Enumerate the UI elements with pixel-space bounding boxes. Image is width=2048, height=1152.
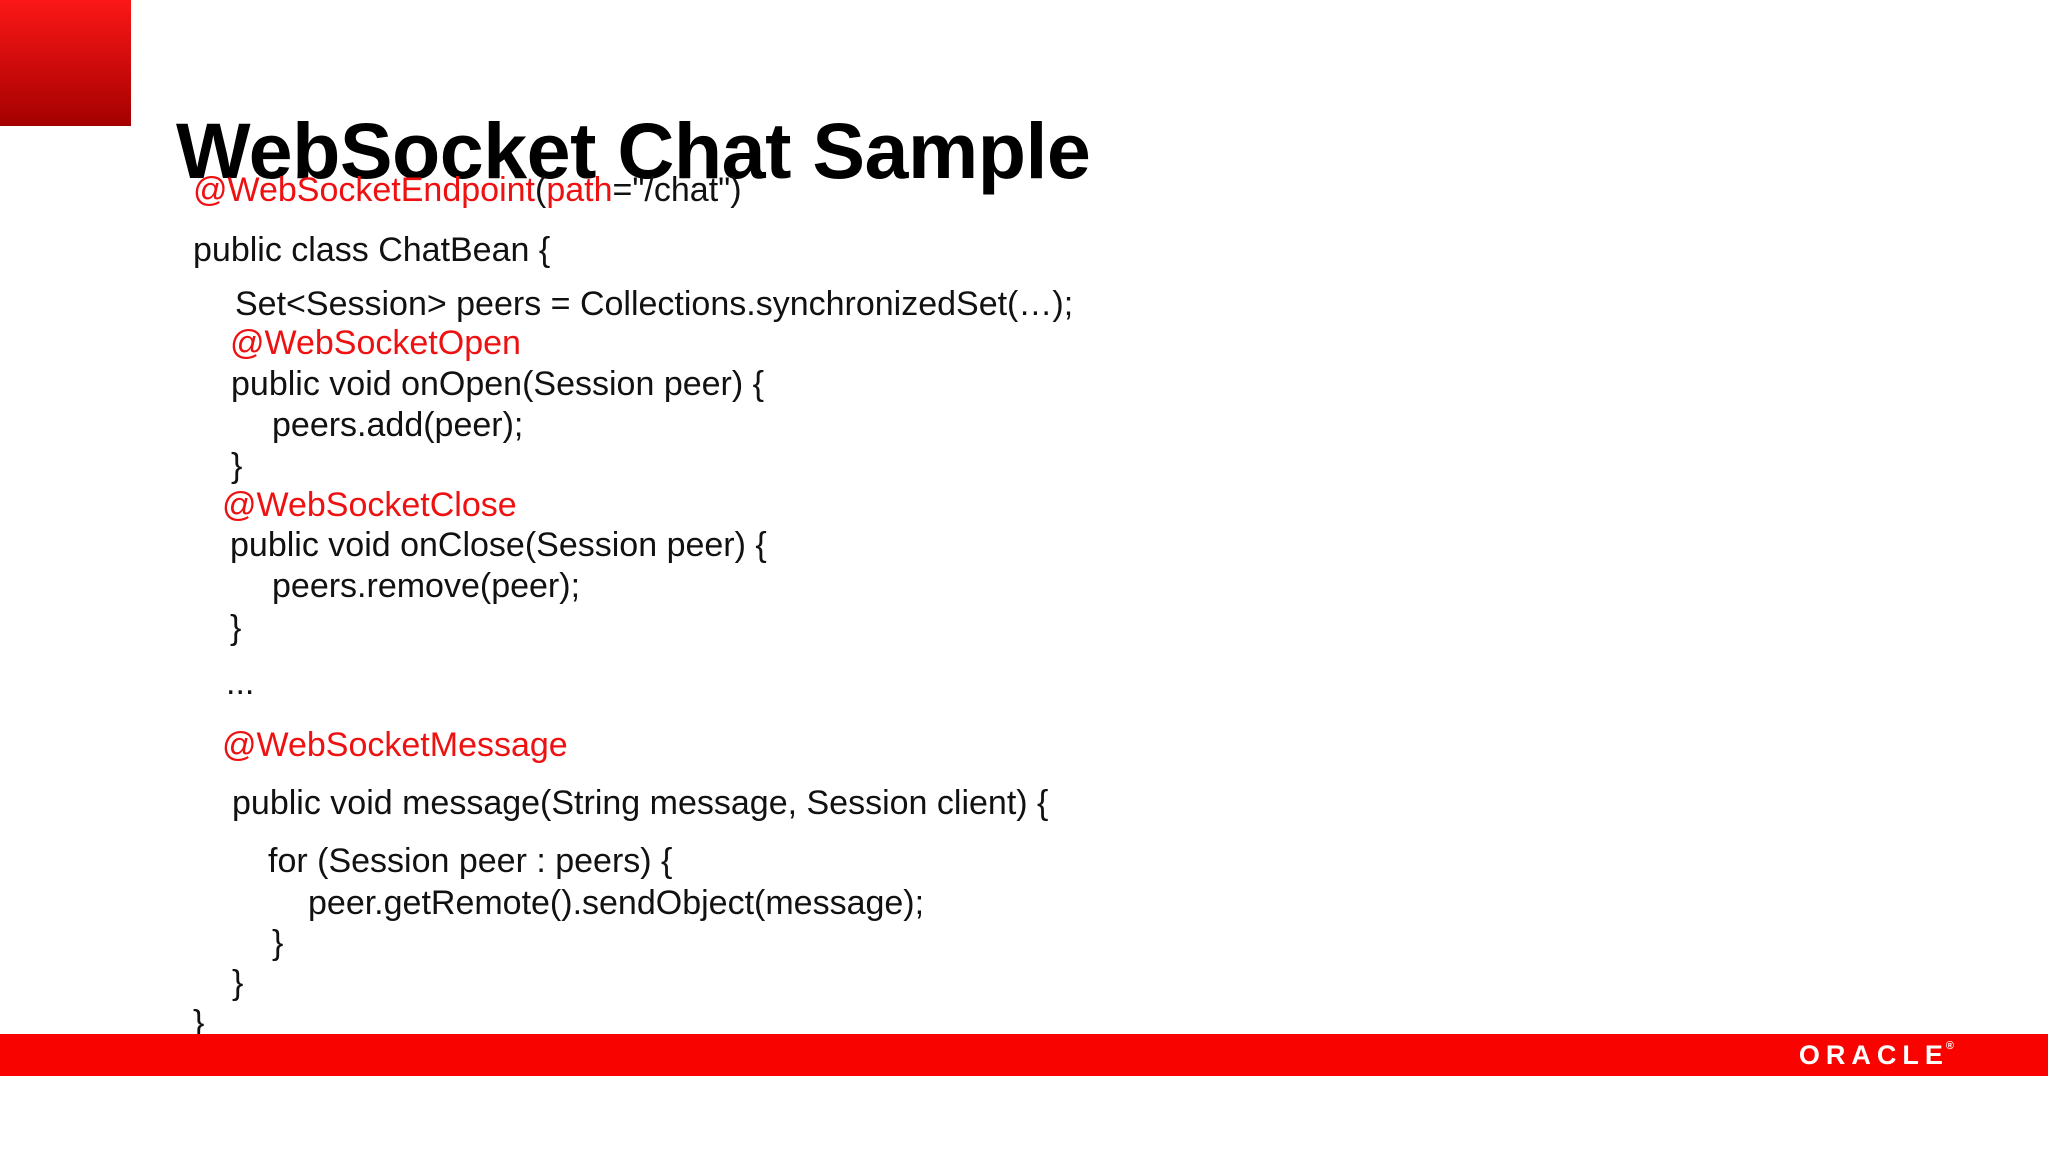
code-annotation-text: path	[546, 171, 613, 209]
oracle-logo: ORACLE®	[1799, 1034, 1954, 1076]
code-text: }	[230, 609, 242, 647]
code-text: }	[232, 964, 244, 1002]
code-line: peers.remove(peer);	[272, 569, 580, 603]
code-line: public void onOpen(Session peer) {	[231, 367, 764, 401]
code-annotation-text: @WebSocketMessage	[222, 726, 568, 764]
code-text: }	[272, 924, 284, 962]
code-annotation-text: @WebSocketOpen	[230, 324, 521, 362]
code-line: peer.getRemote().sendObject(message);	[308, 886, 924, 920]
code-text: Set<Session> peers = Collections.synchro…	[235, 285, 1074, 323]
code-line: }	[231, 449, 242, 483]
code-line: public void message(String message, Sess…	[232, 786, 1048, 820]
code-annotation-text: @WebSocketEndpoint	[193, 171, 535, 209]
code-line: @WebSocketEndpoint(path="/chat")	[193, 173, 742, 207]
code-line: public void onClose(Session peer) {	[230, 528, 767, 562]
code-text: public void onOpen(Session peer) {	[231, 365, 764, 403]
code-line: for (Session peer : peers) {	[268, 844, 672, 878]
code-text: for (Session peer : peers) {	[268, 842, 673, 880]
code-line: peers.add(peer);	[272, 408, 523, 442]
registered-mark-icon: ®	[1945, 1040, 1954, 1052]
code-text: peers.remove(peer);	[272, 567, 581, 605]
code-line: ...	[226, 666, 254, 700]
code-line: @WebSocketMessage	[222, 728, 568, 762]
oracle-wordmark: ORACLE	[1798, 1039, 1949, 1070]
code-text: }	[231, 447, 243, 485]
code-line: }	[230, 611, 241, 645]
code-line: public class ChatBean {	[193, 233, 550, 267]
code-text: public void onClose(Session peer) {	[230, 526, 767, 564]
page-title: WebSocket Chat Sample	[176, 105, 1091, 195]
code-text: }	[193, 1004, 205, 1042]
code-text: ="/chat")	[612, 171, 742, 209]
code-text: (	[534, 171, 547, 209]
code-text: peer.getRemote().sendObject(message);	[308, 884, 925, 922]
code-line: @WebSocketClose	[222, 488, 517, 522]
code-line: @WebSocketOpen	[230, 326, 521, 360]
code-text: peers.add(peer);	[272, 406, 524, 444]
code-text: ...	[226, 664, 255, 702]
footer-bar: ORACLE®	[0, 1034, 2048, 1076]
code-line: }	[272, 926, 283, 960]
code-line: Set<Session> peers = Collections.synchro…	[235, 287, 1073, 321]
code-text: public void message(String message, Sess…	[232, 784, 1049, 822]
code-text: public class ChatBean {	[193, 231, 551, 269]
code-annotation-text: @WebSocketClose	[222, 486, 517, 524]
code-line: }	[193, 1006, 204, 1040]
corner-accent-square	[0, 0, 131, 126]
code-line: }	[232, 966, 243, 1000]
